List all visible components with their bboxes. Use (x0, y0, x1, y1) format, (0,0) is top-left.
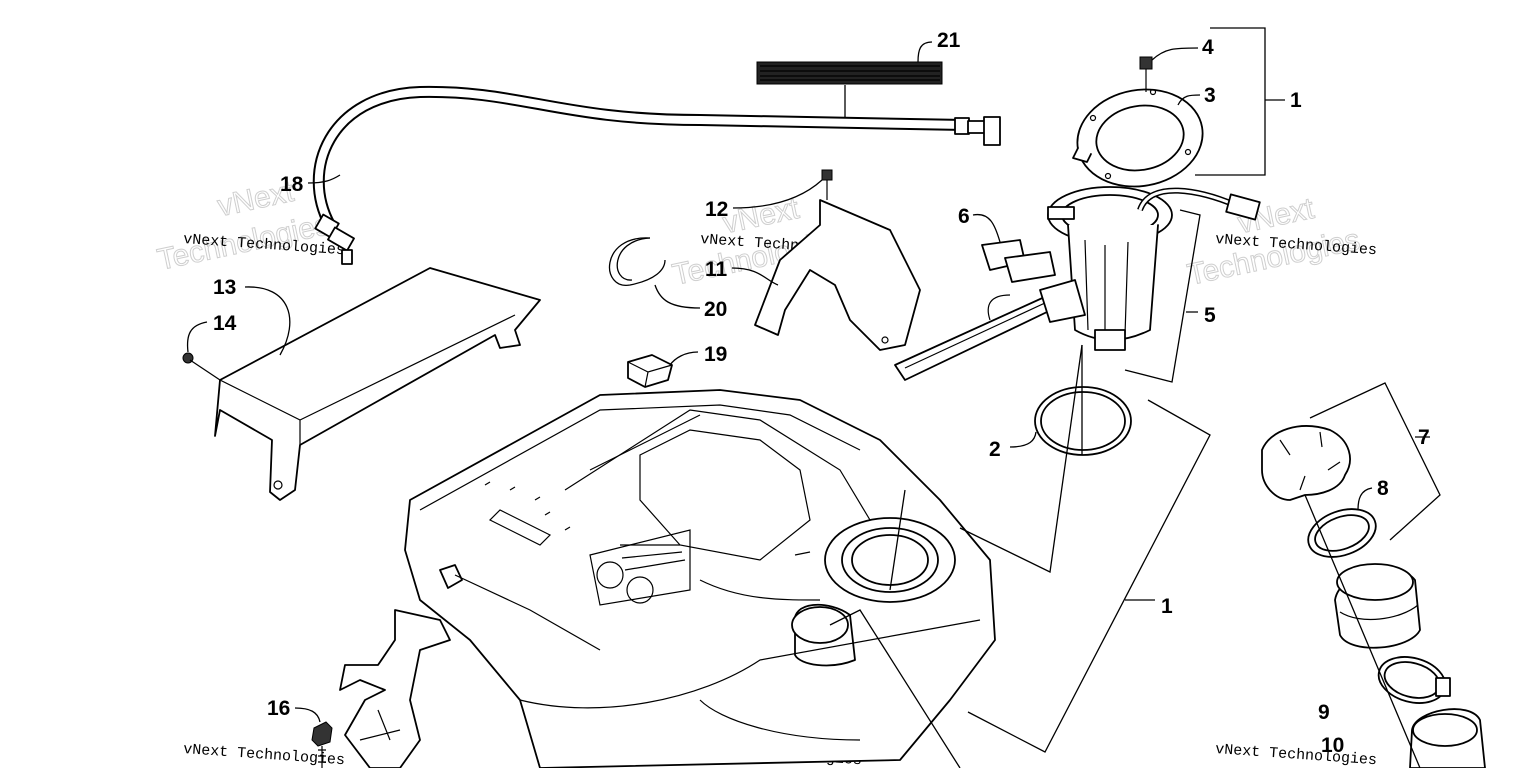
callout-10: 10 (1321, 734, 1344, 757)
callout-6: 6 (958, 205, 970, 228)
callout-8: 8 (1377, 477, 1389, 500)
callout-18: 18 (280, 173, 304, 196)
callout-7: 7 (1418, 426, 1430, 449)
part-10-hose (1409, 708, 1486, 768)
callout-5: 5 (1204, 304, 1216, 327)
callout-11: 11 (705, 258, 728, 281)
part-13-heat-shield (214, 267, 541, 501)
part-8-seal (1307, 508, 1377, 558)
part-9-clamp (1377, 656, 1451, 704)
callout-2: 2 (989, 438, 1001, 461)
part-14-rivet (182, 352, 221, 381)
part-2-o-ring (1034, 386, 1132, 456)
callout-4: 4 (1202, 36, 1214, 59)
part-21-sleeve (756, 61, 943, 85)
part-19-pad (627, 354, 673, 388)
watermark-text: vNext Technologies (1215, 741, 1378, 768)
callout-12: 12 (705, 198, 728, 221)
callout-labels: 21 4 3 1 18 12 6 11 20 13 14 5 19 2 7 8 … (213, 29, 1430, 757)
callout-1: 1 (1290, 89, 1302, 112)
part-18-fuel-hose (312, 85, 1001, 265)
part-16-bolt (311, 721, 333, 768)
callout-1: 1 (1161, 595, 1173, 618)
part-5-fuel-pump (894, 186, 1261, 381)
fuel-tank (404, 389, 996, 768)
callout-16: 16 (267, 697, 290, 720)
callout-19: 19 (704, 343, 727, 366)
tank-lower-bracket (339, 609, 451, 768)
filler-neck (1334, 563, 1421, 649)
callout-13: 13 (213, 276, 236, 299)
part-20-zip-tie (608, 237, 666, 286)
callout-21: 21 (937, 29, 961, 52)
part-7-fuel-cap (1261, 425, 1351, 501)
callout-20: 20 (704, 298, 727, 321)
callout-9: 9 (1318, 701, 1330, 724)
callout-3: 3 (1204, 84, 1216, 107)
leader-lines (186, 27, 1441, 768)
part-4-screw (1139, 56, 1153, 92)
callout-14: 14 (213, 312, 237, 335)
part-3-gasket (1072, 88, 1204, 188)
part-6-connector (981, 239, 1086, 323)
